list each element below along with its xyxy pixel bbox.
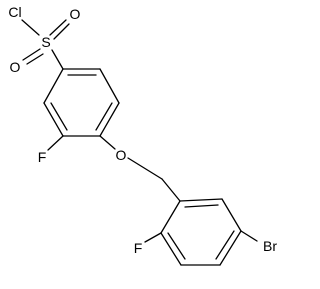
atom-label-f-ring1: F — [38, 149, 47, 165]
benzene-ring-1 — [43, 68, 120, 137]
bond-ring2-f — [144, 232, 162, 243]
atom-label-o-top: O — [70, 6, 81, 22]
benzene-ring-2 — [160, 198, 242, 266]
bond-ch2-ring2 — [161, 178, 181, 202]
bond-cl-s — [21, 19, 40, 36]
bond-s-o-top-b — [53, 23, 70, 40]
bond-s-ring — [51, 49, 64, 70]
bond-s-o-top-a — [49, 19, 67, 36]
bond-o-ch2 — [127, 157, 163, 180]
bond-ring1-o-ether — [99, 135, 116, 150]
atom-label-o-left: O — [10, 59, 21, 75]
sulfonyl-group — [21, 19, 70, 70]
bond-s-o-left-b — [26, 53, 44, 65]
atom-label-cl: Cl — [8, 4, 21, 20]
bond-ring1-f — [47, 135, 64, 151]
bond-ring2-br — [240, 230, 258, 242]
atom-label-f-ring2: F — [134, 240, 143, 256]
atom-label-o-ether: O — [116, 147, 127, 163]
atom-label-s: S — [41, 34, 50, 50]
atom-label-br: Br — [263, 238, 277, 254]
bond-s-o-left-a — [22, 48, 41, 61]
structure-diagram: Cl S O O F O F Br — [8, 4, 277, 266]
